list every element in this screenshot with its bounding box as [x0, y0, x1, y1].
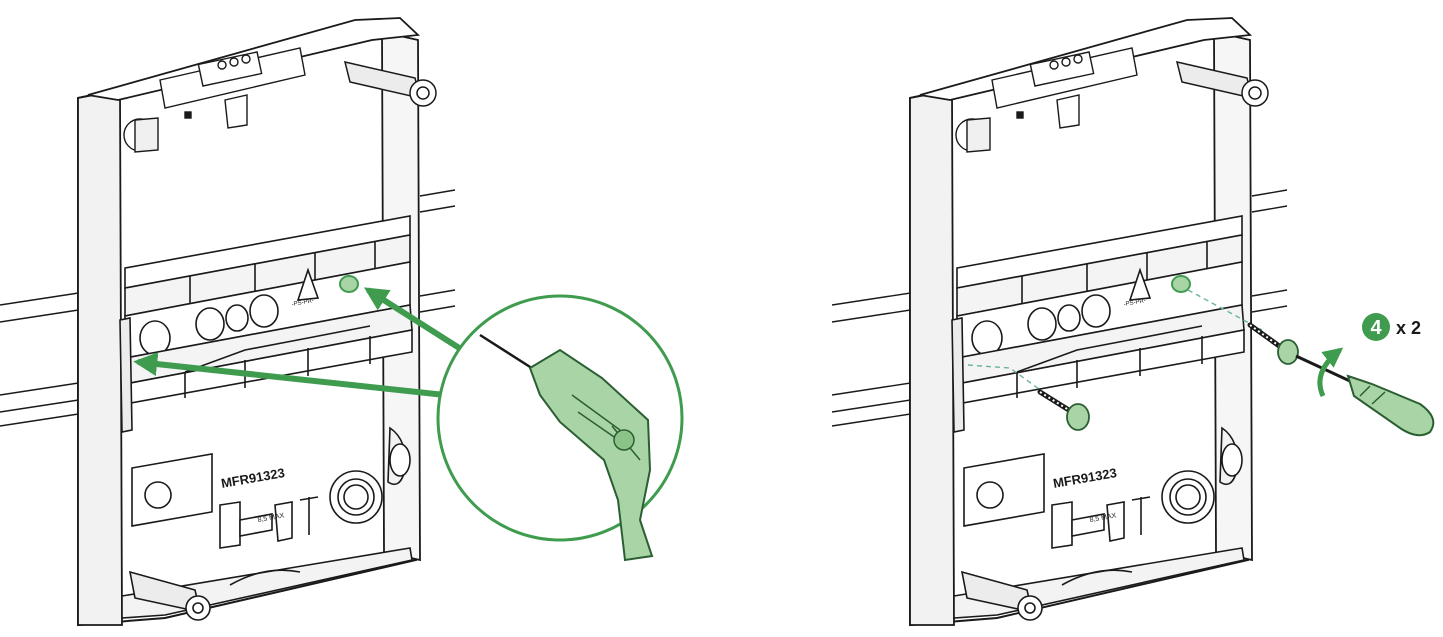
arrow-to-right-hole: [363, 287, 477, 361]
size-label: 8,5 MAX: [1089, 512, 1117, 524]
small-label: -PS-PR-: [1123, 298, 1146, 308]
rotate-arrow: [1317, 347, 1344, 398]
drill-hole-marker: [1171, 275, 1191, 293]
step-badge: [1362, 313, 1390, 341]
step-multiplier: x 2: [1396, 318, 1421, 338]
left-panel: 3 x 2 MFR91323 -PS-PR- 8,5 MAX: [0, 17, 684, 626]
drill-icon: [436, 294, 684, 562]
drill-hole-marker: [339, 275, 359, 293]
screw-icon: [1247, 322, 1299, 365]
step-number: 4: [1370, 317, 1382, 339]
size-label: 8,5 MAX: [257, 512, 285, 524]
small-label: -PS-PR-: [291, 298, 314, 308]
right-panel: 4 x 2 MFR91323 -PS-PR- 8,5 MAX: [831, 17, 1435, 626]
screw-icon: [1037, 389, 1090, 431]
arrow-to-left-hole: [133, 352, 446, 398]
screwdriver-icon: [1295, 354, 1435, 437]
